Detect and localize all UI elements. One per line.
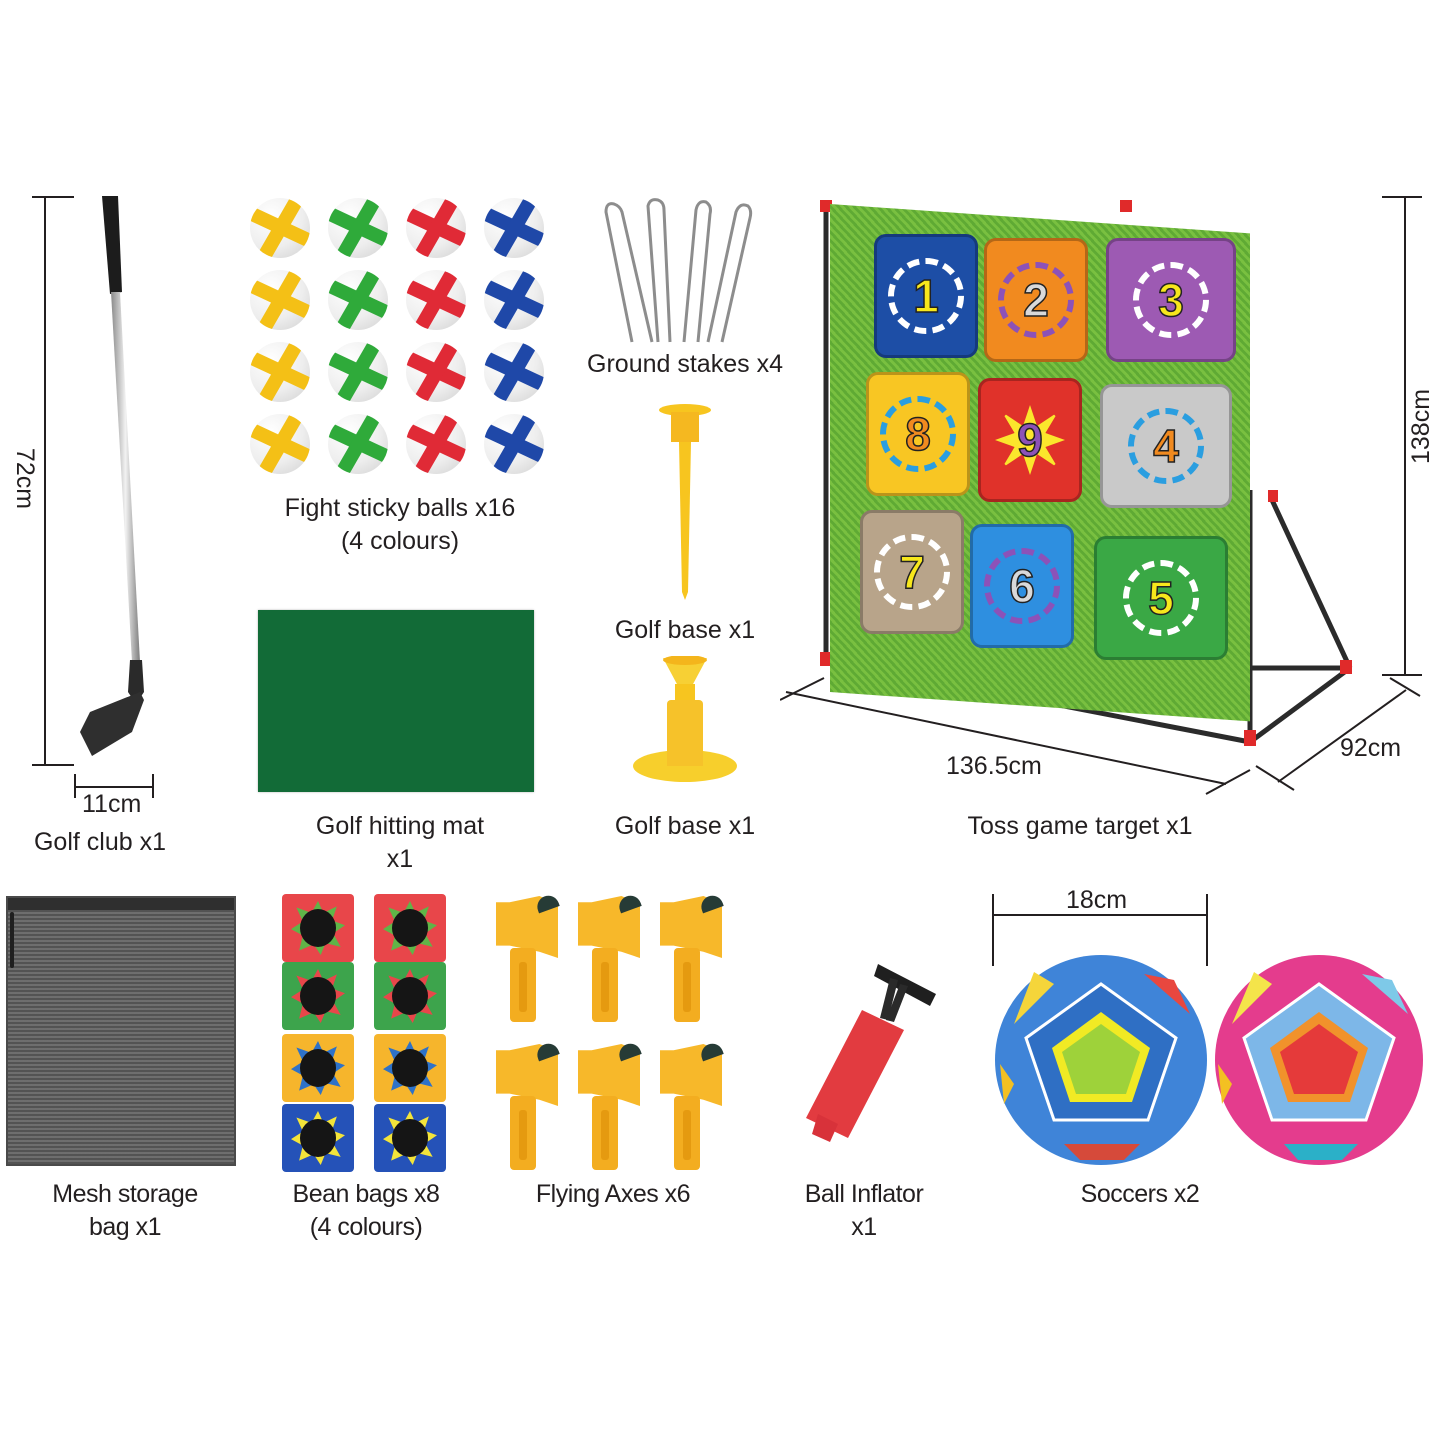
- target-width: 136.5cm: [946, 752, 1042, 780]
- golf-club-image: [80, 196, 144, 756]
- sticky-ball: [406, 414, 466, 474]
- sticky-ball: [484, 414, 544, 474]
- target-tile-3: 3: [1106, 238, 1236, 362]
- flying-axe: [490, 892, 564, 1022]
- ball-inflator-image: [806, 964, 936, 1142]
- bean-bag-blue: [374, 1104, 446, 1172]
- flying-axe: [490, 1040, 564, 1170]
- target-tile-8: 8: [866, 372, 970, 496]
- sticky-ball: [328, 342, 388, 402]
- sticky-ball: [484, 342, 544, 402]
- flying-axe: [654, 1040, 728, 1170]
- target-tile-5: 5: [1094, 536, 1228, 660]
- dimension-tick: [32, 196, 74, 198]
- dimension-tick: [74, 774, 76, 798]
- height-dimension-line: [44, 196, 46, 766]
- sticky-ball: [250, 270, 310, 330]
- mesh-bag-label-line2: bag x1: [88, 1213, 162, 1241]
- bean-bag-green: [374, 962, 446, 1030]
- bean-bags-label-line2: (4 colours): [309, 1213, 423, 1241]
- target-tile-4: 4: [1100, 384, 1232, 508]
- dimension-tick: [152, 774, 154, 798]
- bean-bag-green: [282, 962, 354, 1030]
- dimension-tick: [1206, 894, 1208, 966]
- target-base-dimension-lines: [780, 677, 1421, 795]
- flying-axes-label: Flying Axes x6: [535, 1180, 691, 1208]
- hitting-mat-label-line1: Golf hitting mat: [315, 812, 485, 840]
- soccers-label: Soccers x2: [1080, 1180, 1200, 1208]
- golf-club-height: 72cm: [11, 447, 40, 510]
- ground-stakes-label: Ground stakes x4: [587, 350, 783, 378]
- bean-bag-red: [282, 894, 354, 962]
- bean-bag-blue: [282, 1104, 354, 1172]
- target-tile-7: 7: [860, 510, 964, 634]
- soccer-diameter: 18cm: [1066, 886, 1128, 914]
- sticky-ball: [328, 414, 388, 474]
- sticky-ball: [250, 342, 310, 402]
- ball-inflator-label-line1: Ball Inflator: [804, 1180, 924, 1208]
- target-tiles: 1 2 3 8 9 4 7 6 5: [860, 234, 1246, 674]
- bean-bags-label-line1: Bean bags x8: [292, 1180, 440, 1208]
- sticky-balls-label-line1: Fight sticky balls x16: [284, 494, 516, 522]
- mesh-bag-image: [6, 896, 236, 1166]
- sticky-ball: [406, 270, 466, 330]
- sticky-ball: [484, 198, 544, 258]
- sticky-ball: [406, 342, 466, 402]
- sticky-balls-grid: [250, 198, 550, 478]
- width-dimension-line: [74, 786, 154, 788]
- target-depth: 92cm: [1340, 734, 1402, 762]
- dimension-tick: [992, 894, 994, 966]
- sticky-balls-label-line2: (4 colours): [340, 527, 460, 555]
- soccer-ball-blue: [995, 955, 1207, 1165]
- golf-hitting-mat-image: [258, 610, 534, 792]
- sticky-ball: [250, 198, 310, 258]
- sticky-ball: [406, 198, 466, 258]
- target-height-line: [1404, 196, 1406, 676]
- mesh-bag-label-line1: Mesh storage: [52, 1180, 198, 1208]
- dimension-tick: [1382, 196, 1422, 198]
- golf-base-cup-image: [633, 656, 737, 782]
- target-tile-9: 9: [978, 378, 1082, 502]
- target-height: 138cm: [1407, 388, 1436, 465]
- bean-bag-orange: [374, 1034, 446, 1102]
- toss-target-label: Toss game target x1: [967, 812, 1193, 840]
- bean-bag-orange: [282, 1034, 354, 1102]
- hitting-mat-label-line2: x1: [386, 845, 414, 873]
- sticky-ball: [328, 198, 388, 258]
- bean-bag-red: [374, 894, 446, 962]
- soccer-ball-pink: [1215, 955, 1423, 1165]
- flying-axe: [572, 892, 646, 1022]
- ball-inflator-label-line2: x1: [851, 1213, 877, 1241]
- sticky-ball: [328, 270, 388, 330]
- target-tile-2: 2: [984, 238, 1088, 362]
- dimension-tick: [1382, 674, 1422, 676]
- soccer-diameter-line: [994, 914, 1208, 916]
- target-tile-6: 6: [970, 524, 1074, 648]
- golf-base-cup-label: Golf base x1: [614, 812, 756, 840]
- sticky-ball: [250, 414, 310, 474]
- flying-axe: [572, 1040, 646, 1170]
- sticky-ball: [484, 270, 544, 330]
- flying-axe: [654, 892, 728, 1022]
- golf-club-label: Golf club x1: [33, 828, 166, 856]
- dimension-tick: [32, 764, 74, 766]
- golf-tee-image: [659, 404, 711, 600]
- target-tile-1: 1: [874, 234, 978, 358]
- ground-stakes-image: [604, 198, 753, 343]
- golf-club-width: 11cm: [82, 790, 142, 818]
- golf-base-tee-label: Golf base x1: [614, 616, 756, 644]
